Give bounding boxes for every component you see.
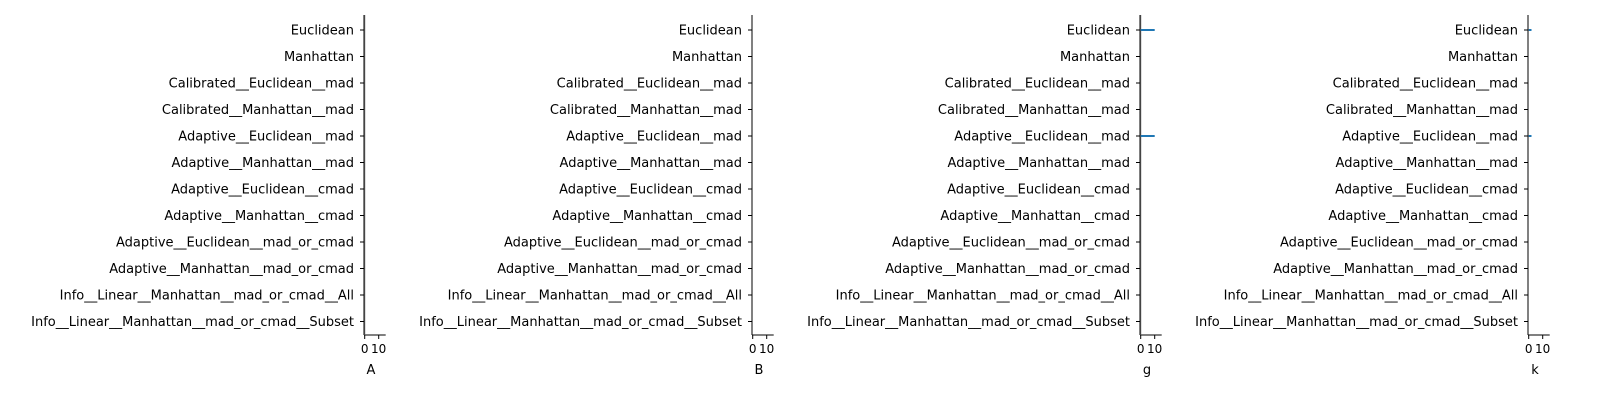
y-tick-label: Euclidean <box>1455 24 1518 39</box>
subplot: EuclideanManhattanCalibrated__Euclidean_… <box>807 15 1162 378</box>
y-tick-label: Adaptive__Manhattan__mad <box>948 156 1130 171</box>
y-tick-label: Euclidean <box>679 24 742 39</box>
y-tick-label: Adaptive__Manhattan__mad_or_cmad <box>1273 262 1518 277</box>
y-tick-label: Adaptive__Manhattan__cmad <box>940 209 1130 224</box>
y-tick-label: Adaptive__Manhattan__cmad <box>164 209 354 224</box>
y-tick-label: Adaptive__Manhattan__cmad <box>1328 209 1518 224</box>
x-tick-label: 10 <box>759 342 774 356</box>
x-axis-label: A <box>367 363 376 378</box>
subplot: EuclideanManhattanCalibrated__Euclidean_… <box>1195 15 1550 378</box>
y-tick-label: Info__Linear__Manhattan__mad_or_cmad__Su… <box>419 315 742 330</box>
y-tick-label: Calibrated__Manhattan__mad <box>1326 103 1518 118</box>
y-tick-label: Adaptive__Euclidean__mad <box>954 130 1130 145</box>
y-tick-label: Info__Linear__Manhattan__mad_or_cmad__Al… <box>1224 289 1518 304</box>
x-tick-label: 0 <box>1525 342 1533 356</box>
y-tick-label: Calibrated__Manhattan__mad <box>550 103 742 118</box>
y-tick-label: Adaptive__Euclidean__mad <box>566 130 742 145</box>
y-tick-label: Adaptive__Euclidean__mad_or_cmad <box>1280 236 1518 251</box>
y-tick-label: Adaptive__Manhattan__mad_or_cmad <box>885 262 1130 277</box>
x-tick-label: 0 <box>749 342 757 356</box>
x-tick-label: 0 <box>361 342 369 356</box>
y-tick-label: Adaptive__Euclidean__cmad <box>171 183 354 198</box>
x-axis-label: B <box>755 363 764 378</box>
y-tick-label: Adaptive__Euclidean__cmad <box>947 183 1130 198</box>
y-tick-label: Adaptive__Euclidean__cmad <box>1335 183 1518 198</box>
y-tick-label: Adaptive__Euclidean__mad_or_cmad <box>116 236 354 251</box>
y-tick-label: Info__Linear__Manhattan__mad_or_cmad__Al… <box>60 289 354 304</box>
y-tick-label: Adaptive__Manhattan__mad <box>560 156 742 171</box>
y-tick-label: Info__Linear__Manhattan__mad_or_cmad__Su… <box>1195 315 1518 330</box>
x-tick-label: 10 <box>371 342 386 356</box>
x-tick-label: 10 <box>1147 342 1162 356</box>
x-axis-label: k <box>1531 363 1539 378</box>
y-tick-label: Calibrated__Manhattan__mad <box>162 103 354 118</box>
x-tick-label: 0 <box>1137 342 1145 356</box>
y-tick-label: Info__Linear__Manhattan__mad_or_cmad__Su… <box>807 315 1130 330</box>
y-tick-label: Adaptive__Euclidean__mad <box>178 130 354 145</box>
y-tick-label: Adaptive__Euclidean__cmad <box>559 183 742 198</box>
y-tick-label: Adaptive__Euclidean__mad_or_cmad <box>892 236 1130 251</box>
y-tick-label: Adaptive__Euclidean__mad <box>1342 130 1518 145</box>
y-tick-label: Euclidean <box>1067 24 1130 39</box>
y-tick-label: Euclidean <box>291 24 354 39</box>
y-tick-label: Adaptive__Euclidean__mad_or_cmad <box>504 236 742 251</box>
subplot: EuclideanManhattanCalibrated__Euclidean_… <box>419 15 774 378</box>
x-tick-label: 10 <box>1535 342 1550 356</box>
y-tick-label: Adaptive__Manhattan__mad_or_cmad <box>497 262 742 277</box>
y-tick-label: Info__Linear__Manhattan__mad_or_cmad__Su… <box>31 315 354 330</box>
y-tick-label: Calibrated__Euclidean__mad <box>557 77 742 92</box>
y-tick-label: Manhattan <box>1060 50 1130 65</box>
y-tick-label: Manhattan <box>672 50 742 65</box>
subplot: EuclideanManhattanCalibrated__Euclidean_… <box>31 15 386 378</box>
y-tick-label: Calibrated__Euclidean__mad <box>169 77 354 92</box>
x-axis-label: g <box>1143 363 1151 378</box>
y-tick-label: Manhattan <box>1448 50 1518 65</box>
y-tick-label: Info__Linear__Manhattan__mad_or_cmad__Al… <box>448 289 742 304</box>
y-tick-label: Calibrated__Euclidean__mad <box>945 77 1130 92</box>
y-tick-label: Manhattan <box>284 50 354 65</box>
y-tick-label: Calibrated__Euclidean__mad <box>1333 77 1518 92</box>
y-tick-label: Adaptive__Manhattan__mad <box>172 156 354 171</box>
y-tick-label: Adaptive__Manhattan__mad_or_cmad <box>109 262 354 277</box>
y-tick-label: Adaptive__Manhattan__cmad <box>552 209 742 224</box>
y-tick-label: Adaptive__Manhattan__mad <box>1336 156 1518 171</box>
y-tick-label: Info__Linear__Manhattan__mad_or_cmad__Al… <box>836 289 1130 304</box>
y-tick-label: Calibrated__Manhattan__mad <box>938 103 1130 118</box>
